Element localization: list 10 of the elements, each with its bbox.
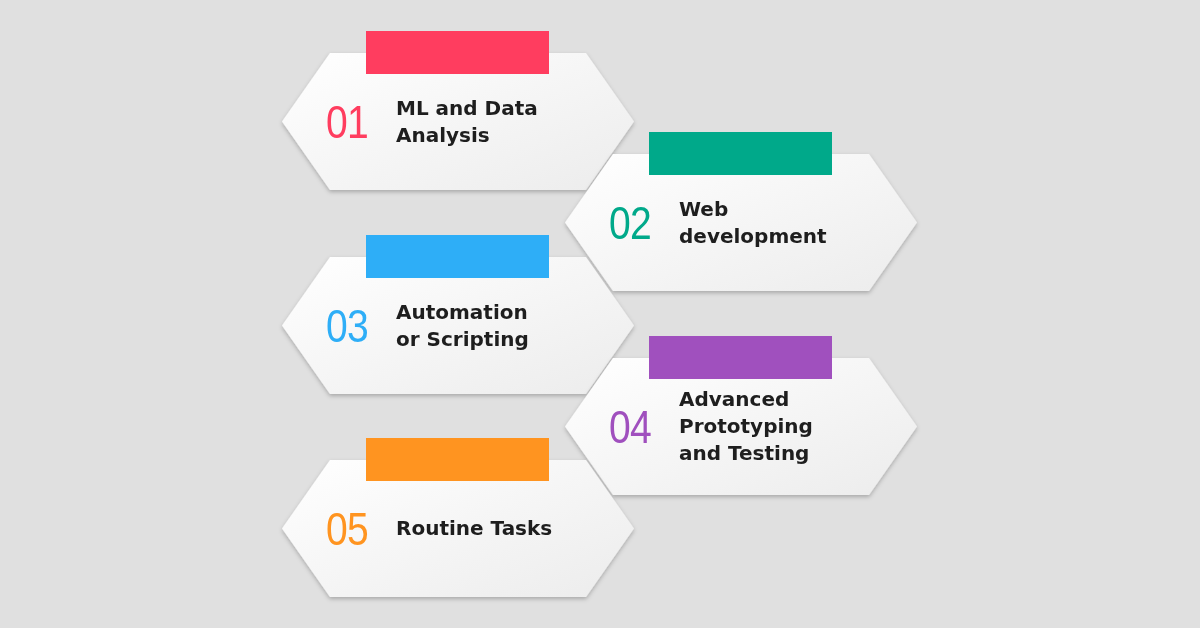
- step-title: Web development: [679, 196, 828, 250]
- step-title: Automation or Scripting: [396, 299, 530, 353]
- step-number: 05: [326, 501, 368, 557]
- step-number: 02: [609, 195, 651, 251]
- step-title: Routine Tasks: [396, 515, 554, 542]
- step-title: ML and Data Analysis: [396, 95, 539, 149]
- step-title: Advanced Prototyping and Testing: [679, 386, 814, 467]
- step-number: 01: [326, 94, 368, 150]
- step-number: 04: [609, 399, 651, 455]
- step-number: 03: [326, 298, 368, 354]
